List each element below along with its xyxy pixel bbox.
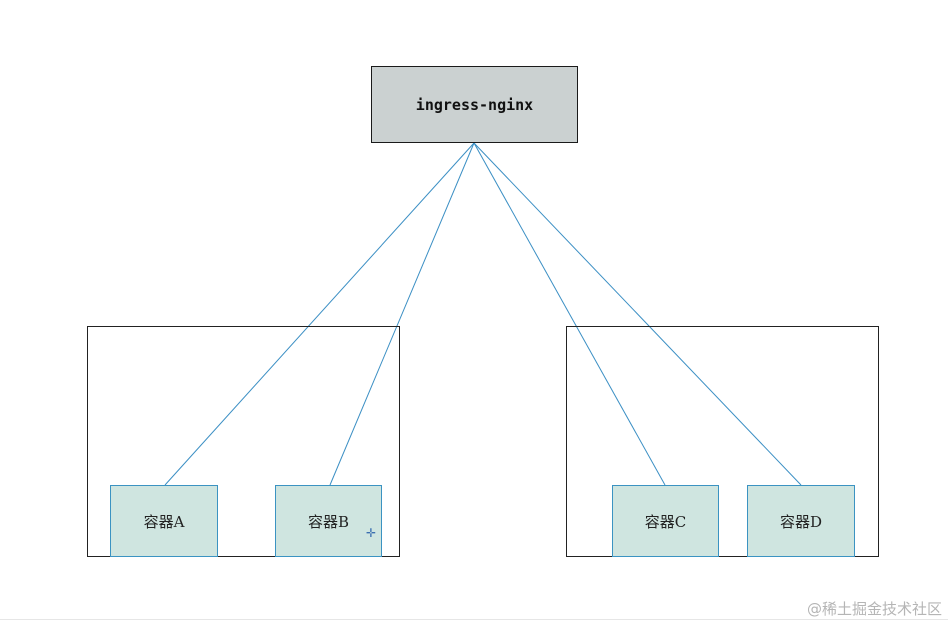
host-group-left <box>87 326 400 557</box>
ingress-nginx-label: ingress-nginx <box>415 95 534 114</box>
container-c: 容器C <box>612 485 719 557</box>
crosshair-cursor-icon: ✛ <box>366 526 377 540</box>
container-b-label: 容器B <box>307 512 350 531</box>
ingress-nginx-node: ingress-nginx <box>371 66 578 143</box>
container-d: 容器D <box>747 485 855 557</box>
link-to-container-b <box>329 142 475 486</box>
container-c-label: 容器C <box>644 512 687 531</box>
host-group-right <box>566 326 879 557</box>
bottom-divider <box>0 619 948 623</box>
link-to-container-d <box>473 142 802 486</box>
container-d-label: 容器D <box>779 512 823 531</box>
link-to-container-c <box>473 142 666 486</box>
container-a-label: 容器A <box>143 512 185 531</box>
container-a: 容器A <box>110 485 218 557</box>
container-b: 容器B <box>275 485 382 557</box>
link-to-container-a <box>164 142 475 486</box>
watermark: @稀土掘金技术社区 <box>806 600 942 618</box>
